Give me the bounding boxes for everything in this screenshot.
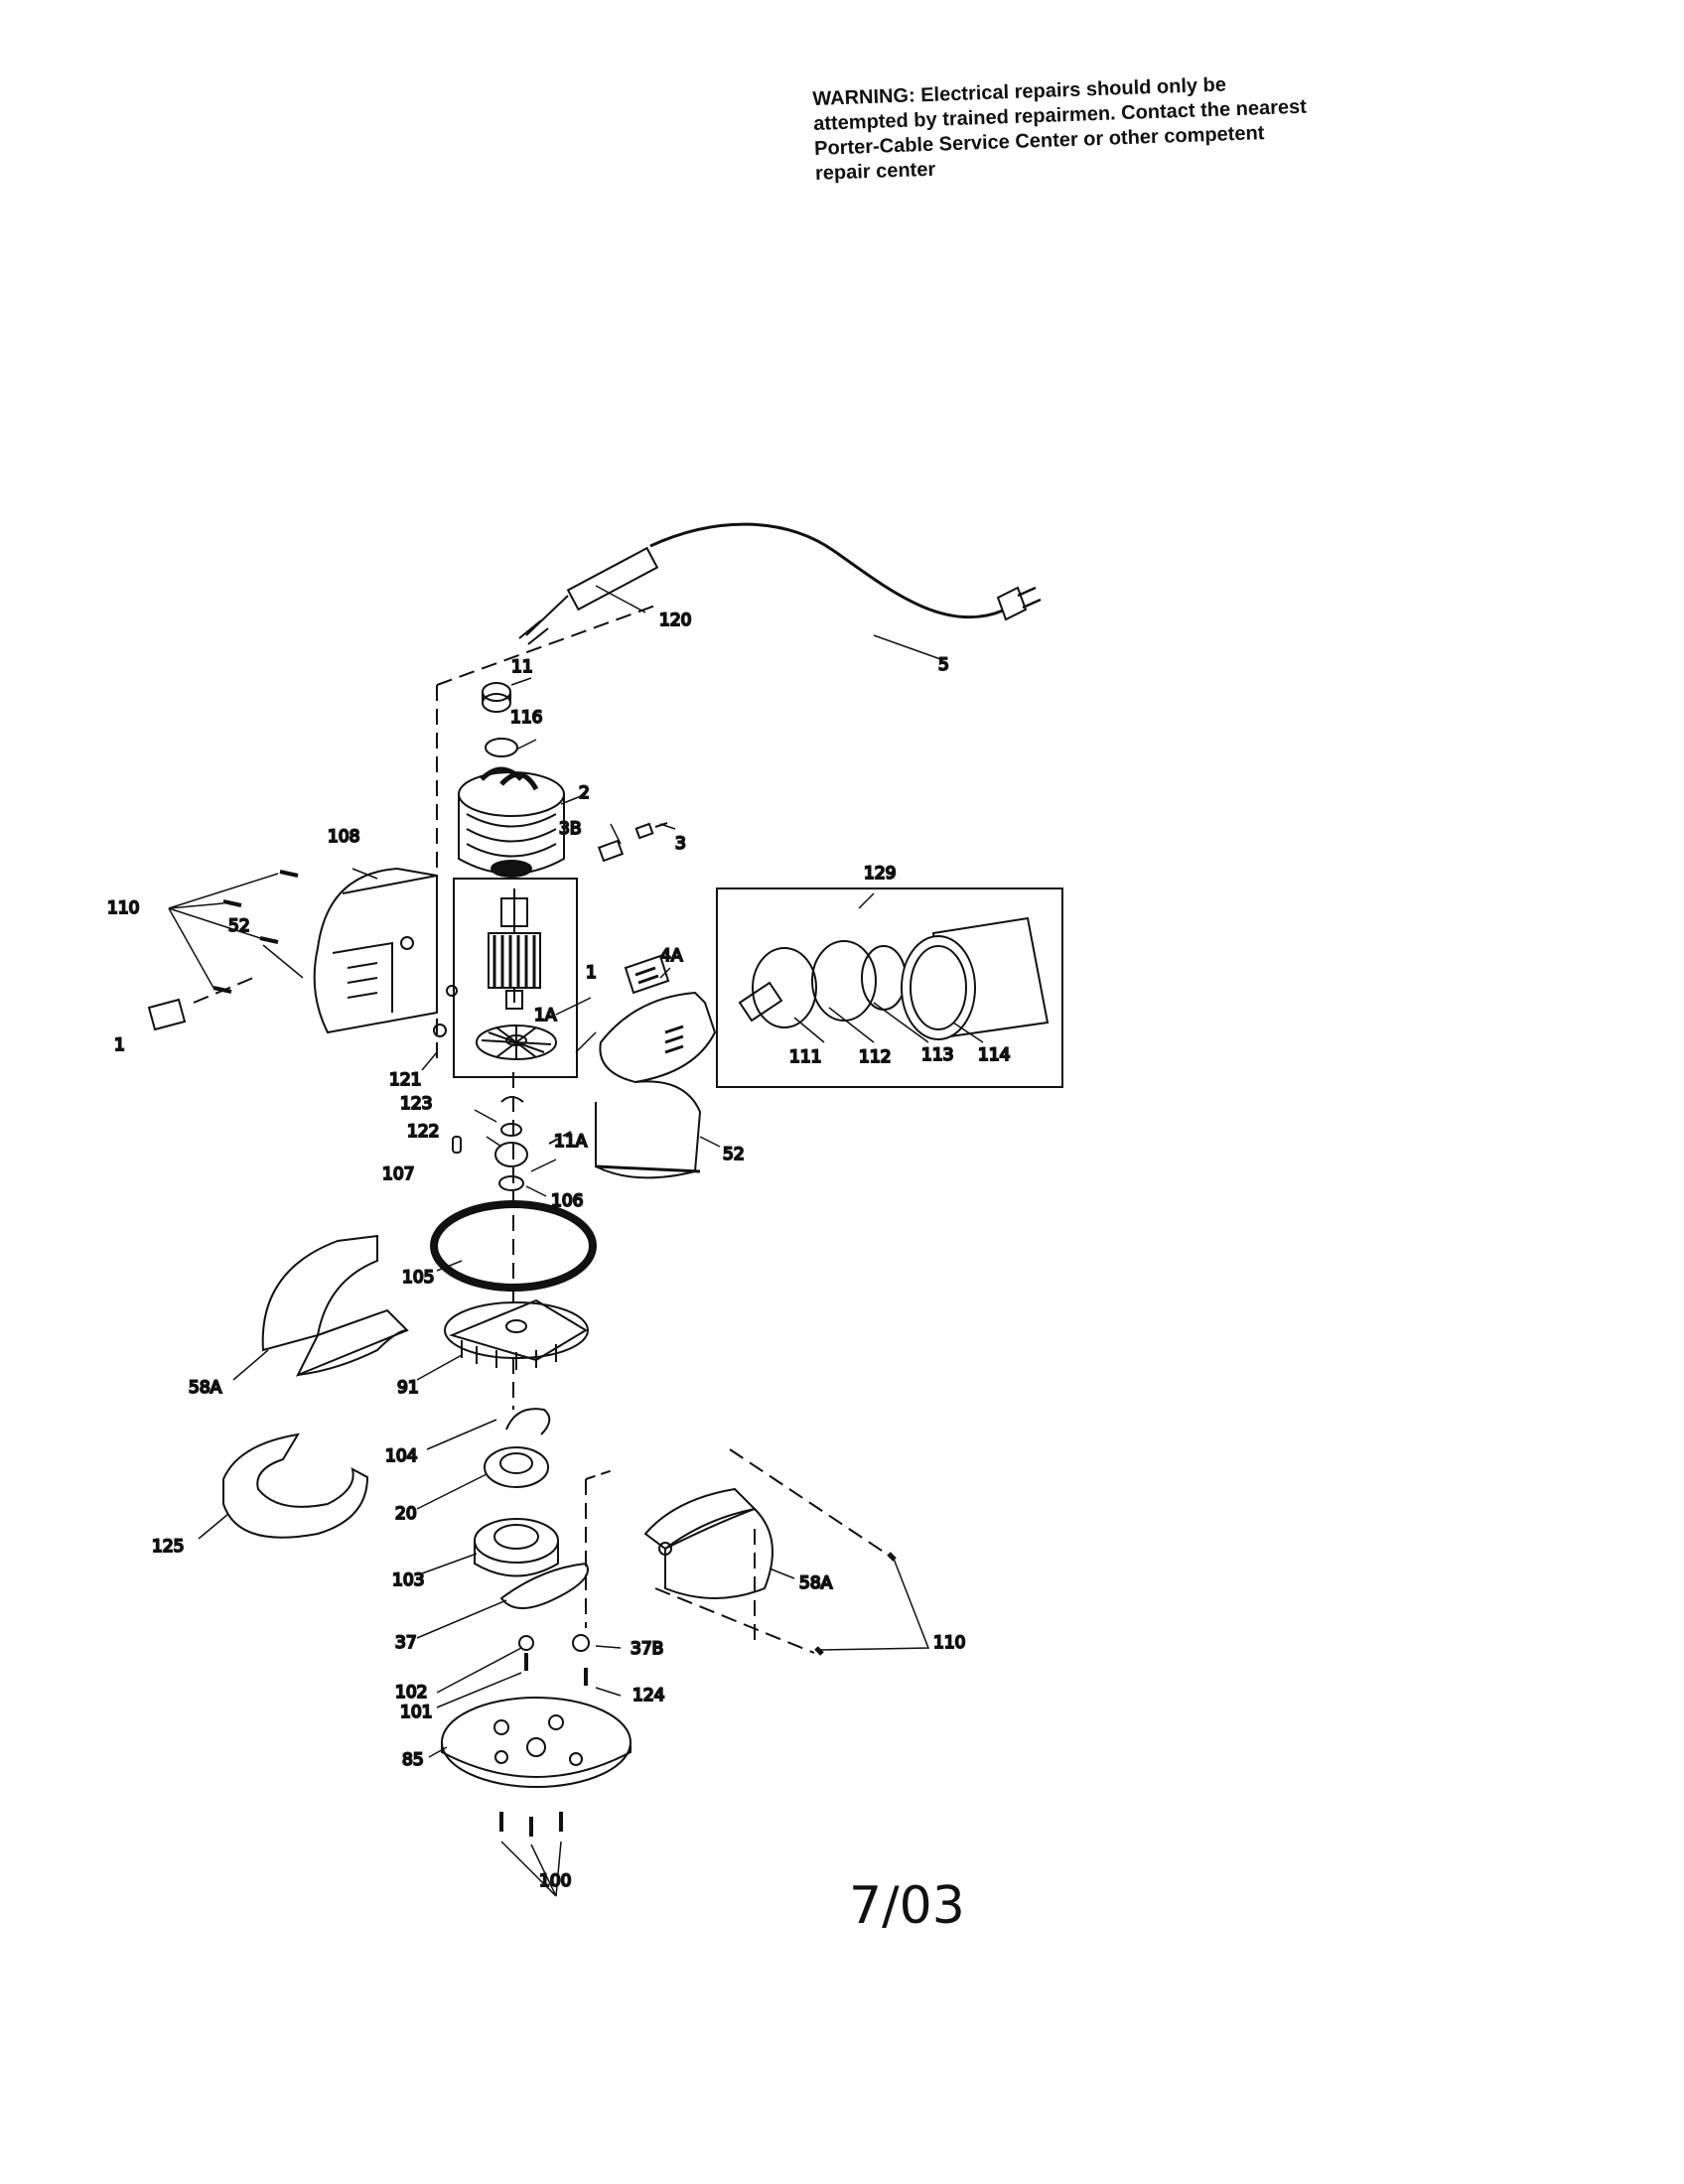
sander-body-52 — [595, 991, 717, 1179]
bearing-housing-103 — [474, 1518, 559, 1577]
label-1A: 1A — [534, 1006, 557, 1025]
label-37B: 37B — [631, 1639, 663, 1659]
label-3: 3 — [675, 834, 686, 854]
fan-1A — [476, 1024, 557, 1060]
label-120: 120 — [659, 611, 691, 630]
label-52-left: 52 — [228, 916, 250, 936]
label-52-right: 52 — [723, 1145, 745, 1164]
power-cord — [518, 522, 1042, 645]
label-103: 103 — [392, 1570, 424, 1590]
label-123: 123 — [400, 1094, 432, 1114]
label-122: 122 — [407, 1122, 439, 1142]
pad-85 — [441, 1697, 632, 1788]
label-3B: 3B — [559, 819, 581, 839]
belt-37 — [499, 1562, 589, 1609]
label-104: 104 — [385, 1446, 417, 1466]
label-125: 125 — [152, 1537, 184, 1557]
switch-1 — [147, 998, 187, 1031]
label-114: 114 — [978, 1045, 1010, 1065]
label-20: 20 — [395, 1504, 417, 1524]
label-2: 2 — [579, 783, 590, 803]
washer-106 — [498, 1175, 524, 1191]
bearing-20 — [484, 1446, 549, 1488]
label-110-left: 110 — [107, 898, 139, 918]
seal-105 — [430, 1200, 597, 1292]
label-116: 116 — [510, 708, 542, 728]
washer-37B — [572, 1634, 590, 1652]
label-110-right: 110 — [933, 1633, 965, 1653]
label-107: 107 — [382, 1164, 414, 1184]
label-1: 1 — [586, 963, 597, 983]
label-1-switch: 1 — [114, 1035, 125, 1055]
o-ring-116 — [485, 738, 518, 757]
revision-date: 7/03 — [849, 1876, 965, 1936]
label-58A-left: 58A — [189, 1378, 222, 1398]
dust-kit-frame — [716, 887, 1063, 1088]
motor-housing-108 — [313, 867, 438, 1034]
clip-4A — [624, 954, 670, 995]
label-5: 5 — [938, 655, 949, 675]
label-4A: 4A — [660, 946, 683, 966]
label-112: 112 — [859, 1047, 891, 1067]
screws-110 — [212, 870, 299, 994]
label-121: 121 — [389, 1070, 421, 1090]
bearing-11A — [494, 1142, 528, 1167]
retaining-ring-104 — [505, 1408, 551, 1435]
label-85: 85 — [402, 1750, 424, 1770]
label-58A-right: 58A — [799, 1573, 833, 1593]
label-101: 101 — [400, 1703, 432, 1722]
label-105: 105 — [402, 1268, 434, 1288]
armature-frame — [453, 878, 578, 1078]
fan-91 — [444, 1298, 589, 1370]
pin-107 — [452, 1136, 462, 1154]
label-91: 91 — [397, 1378, 419, 1398]
label-100: 100 — [539, 1871, 571, 1891]
label-108: 108 — [328, 827, 359, 847]
washer-102 — [518, 1635, 534, 1651]
label-37: 37 — [395, 1633, 417, 1653]
label-102: 102 — [395, 1683, 427, 1703]
label-124: 124 — [632, 1686, 664, 1706]
brush-holder-3B — [597, 822, 668, 863]
dust-shroud-58A-left — [261, 1234, 409, 1377]
armature-1 — [488, 888, 541, 1010]
field-stator-2 — [458, 766, 565, 878]
label-129: 129 — [864, 864, 896, 884]
label-111: 111 — [789, 1047, 821, 1067]
screws-110-right — [814, 1552, 897, 1656]
bearing-11 — [482, 682, 511, 713]
label-11: 11 — [511, 657, 533, 677]
dust-kit — [738, 916, 1050, 1040]
screws-100 — [499, 1812, 563, 1897]
dust-shroud-58A-right — [643, 1487, 773, 1599]
nut-121 — [433, 1024, 447, 1037]
label-106: 106 — [551, 1191, 583, 1211]
bag-125 — [222, 1433, 369, 1539]
retaining-ring-122 — [500, 1096, 524, 1103]
label-113: 113 — [921, 1045, 953, 1065]
label-11A: 11A — [554, 1132, 588, 1152]
